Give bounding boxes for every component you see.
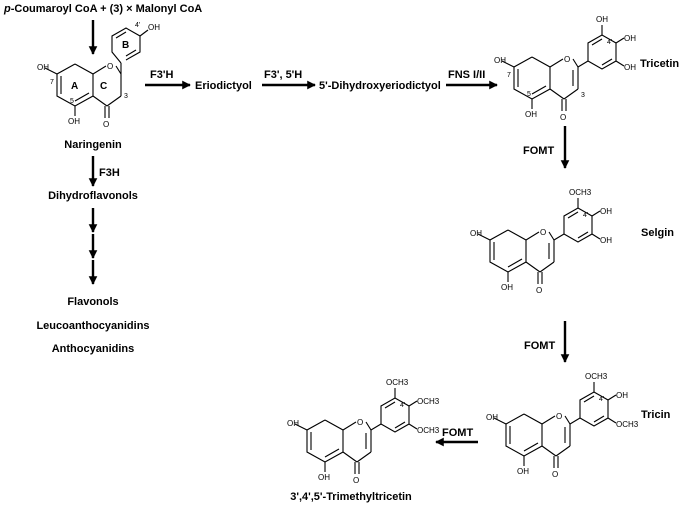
trimethyl-och3-5p: OCH3 (417, 426, 440, 435)
trimethyltricetin-label: 3',4',5'-Trimethyltricetin (290, 491, 412, 503)
dihydroflavonols-label: Dihydroflavonols (48, 190, 138, 202)
substrate-title: p-Coumaroyl CoA + (3) × Malonyl CoA (3, 3, 202, 15)
naringenin-ring-o: O (107, 62, 113, 71)
tricetin-oh5: OH (525, 110, 537, 119)
tricin-carbonyl-o: O (552, 470, 558, 479)
selgin-label: Selgin (641, 227, 674, 239)
flavonols-label: Flavonols (67, 296, 118, 308)
tricetin-structure: OH OH O O OH OH OH 4' 7 5 3 (494, 15, 636, 122)
ring-label-a: A (71, 81, 78, 92)
selgin-structure: OH OH O O OCH3 OH OH 4' (470, 188, 612, 295)
tricetin-pos3: 3 (581, 92, 585, 99)
tricetin-pos5: 5 (527, 91, 531, 98)
selgin-oh7: OH (470, 229, 482, 238)
trimethyl-carbonyl-o: O (353, 476, 359, 485)
trimethyl-oh7: OH (287, 419, 299, 428)
naringenin-pos3: 3 (124, 93, 128, 100)
selgin-oh5p: OH (600, 236, 612, 245)
ring-label-b: B (122, 40, 129, 51)
leucoanthocyanidins-label: Leucoanthocyanidins (36, 320, 149, 332)
tricin-oh4p: OH (616, 391, 628, 400)
tricin-structure: OH OH O O OCH3 OH OCH3 4' (486, 372, 639, 479)
tricin-label: Tricin (641, 409, 671, 421)
eriodictyol-label: Eriodictyol (195, 80, 252, 92)
tricin-oh7: OH (486, 413, 498, 422)
tricin-pos4p: 4' (599, 396, 604, 403)
selgin-och3: OCH3 (569, 188, 592, 197)
naringenin-pos7: 7 (50, 79, 54, 86)
trimethyl-ring-o: O (357, 418, 363, 427)
selgin-oh4p: OH (600, 207, 612, 216)
dihydroxyeriodictyol-label: 5'-Dihydroxyeriodictyol (319, 80, 441, 92)
tricetin-pos7: 7 (507, 72, 511, 79)
tricin-och3-5p: OCH3 (616, 420, 639, 429)
tricin-och3-3p: OCH3 (585, 372, 608, 381)
tricetin-oh7: OH (494, 56, 506, 65)
enzyme-fomt-3: FOMT (442, 427, 473, 439)
tricetin-label: Tricetin (640, 58, 679, 70)
selgin-oh5: OH (501, 283, 513, 292)
substrate-title-text: -Coumaroyl CoA + (3) × Malonyl CoA (11, 3, 203, 15)
naringenin-carbonyl-o: O (103, 120, 109, 129)
trimethyltricetin-structure: OH OH O O OCH3 OCH3 OCH3 4' (287, 378, 440, 485)
tricetin-pos4p: 4' (607, 39, 612, 46)
naringenin-pos4p: 4' (135, 22, 140, 29)
tricetin-carbonyl-o: O (560, 113, 566, 122)
tricin-oh5: OH (517, 467, 529, 476)
anthocyanidins-label: Anthocyanidins (52, 343, 135, 355)
enzyme-fomt-1: FOMT (523, 145, 554, 157)
tricetin-oh5p: OH (624, 63, 636, 72)
selgin-carbonyl-o: O (536, 286, 542, 295)
naringenin-label: Naringenin (64, 139, 122, 151)
tricin-ring-o: O (556, 412, 562, 421)
enzyme-f3h: F3H (99, 167, 120, 179)
enzyme-fns: FNS I/II (448, 69, 485, 81)
enzyme-f3p5ph: F3', 5'H (264, 69, 302, 81)
trimethyl-och3-3p: OCH3 (386, 378, 409, 387)
naringenin-oh5: OH (68, 117, 80, 126)
tricetin-oh3p: OH (596, 15, 608, 24)
tricetin-oh4p: OH (624, 34, 636, 43)
enzyme-fomt-2: FOMT (524, 340, 555, 352)
tricetin-ring-o: O (564, 55, 570, 64)
naringenin-structure: OH OH O O OH 4' 7 5 3 A C B (37, 22, 160, 129)
selgin-pos4p: 4' (583, 212, 588, 219)
substrate-title-italic: p (3, 3, 11, 15)
trimethyl-oh5: OH (318, 473, 330, 482)
trimethyl-pos4p: 4' (400, 402, 405, 409)
trimethyl-och3-4p: OCH3 (417, 397, 440, 406)
naringenin-oh4p: OH (148, 23, 160, 32)
selgin-ring-o: O (540, 228, 546, 237)
naringenin-oh7: OH (37, 63, 49, 72)
enzyme-f3ph: F3'H (150, 69, 173, 81)
naringenin-pos5: 5 (70, 98, 74, 105)
ring-label-c: C (100, 81, 107, 92)
